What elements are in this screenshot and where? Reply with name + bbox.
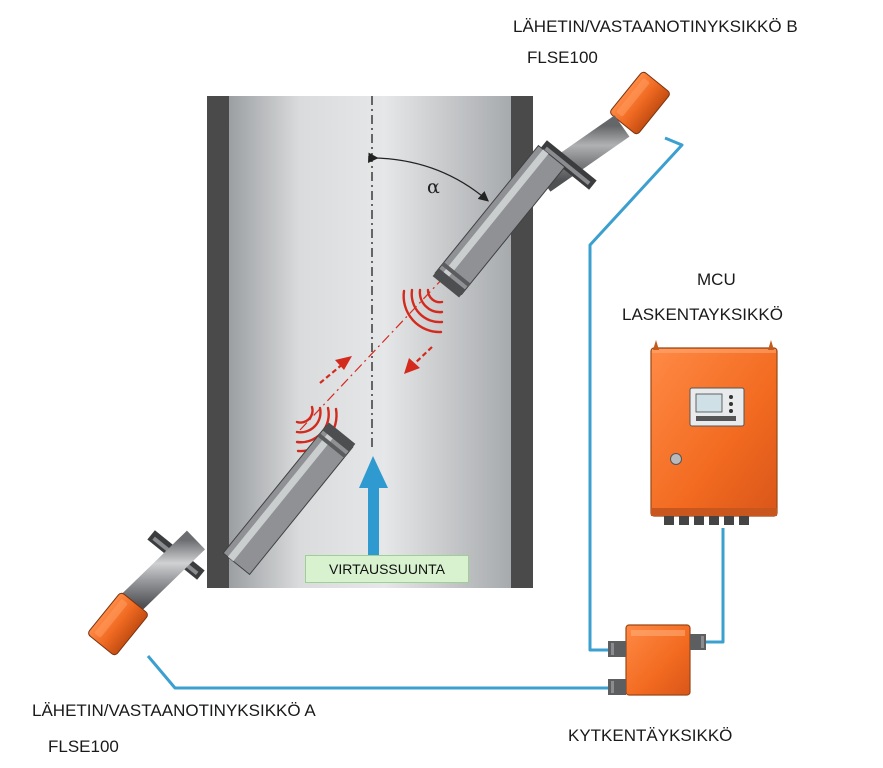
flow-direction-label: VIRTAUSSUUNTA	[305, 555, 469, 583]
junction-label: KYTKENTÄYKSIKKÖ	[568, 726, 733, 745]
cable-unit-b	[588, 136, 684, 652]
mcu-enclosure	[650, 340, 778, 525]
mcu-screen	[695, 393, 723, 413]
sound-waves-upper	[402, 288, 444, 334]
transceiver-a-neck	[118, 530, 206, 616]
unit-a-model: FLSE100	[48, 737, 119, 756]
unit-a-title: LÄHETIN/VASTAANOTINYKSIKKÖ A	[32, 701, 316, 720]
angle-label: α	[427, 176, 440, 198]
duct-wall-left	[207, 96, 229, 588]
mcu-lock-icon	[670, 453, 682, 465]
unit-b-model: FLSE100	[527, 48, 598, 67]
junction-box	[608, 624, 706, 696]
measurement-path	[299, 275, 446, 431]
flow-arrow-icon	[359, 456, 388, 555]
mcu-subtitle: LASKENTAYKSIKKÖ	[622, 305, 783, 324]
angle-arc	[368, 152, 489, 202]
transceiver-unit-a	[88, 422, 356, 656]
signal-arrow-down-icon	[404, 346, 433, 374]
cables	[146, 136, 725, 690]
mcu-title: MCU	[697, 270, 736, 289]
mcu-cable-glands	[664, 516, 749, 525]
signal-arrow-up-icon	[319, 356, 352, 384]
cable-unit-a	[146, 655, 608, 690]
transceiver-unit-b	[432, 71, 670, 298]
unit-b-title: LÄHETIN/VASTAANOTINYKSIKKÖ B	[513, 17, 798, 36]
cable-mcu	[700, 528, 725, 644]
